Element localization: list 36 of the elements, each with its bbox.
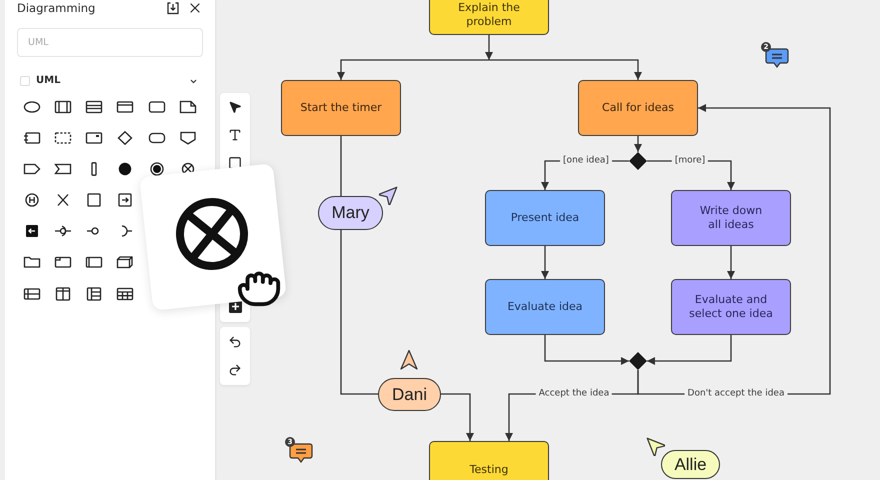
connector-arrow [634,136,642,152]
panel-title: Diagramming [17,0,96,16]
search-field: UML [17,28,203,57]
process-box [485,190,605,246]
decision-diamond [629,352,647,370]
edge-label: [more] [672,156,708,166]
step-label: Explain the problem [457,1,521,29]
process-box [485,279,605,335]
step-label: Call for ideas [602,101,674,115]
connector-arrow [337,59,489,80]
step-label: Start the timer [300,101,382,115]
step-label: Write down all ideas [698,204,764,232]
connector-arrow [544,335,629,365]
edge-label: Accept the idea [536,388,612,400]
process-box [281,80,401,136]
step-label: Evaluate idea [507,300,583,314]
process-box [578,80,698,136]
connector-arrow [541,246,549,279]
step-label: Evaluate and select one idea [688,293,774,321]
connector-arrow [727,246,735,279]
connector-arrow [485,35,493,60]
decision-diamond [629,152,647,170]
user-name-tag: Allie [661,450,720,479]
step-label: Testing [470,463,508,477]
process-box [671,279,791,335]
connector-arrow [647,335,732,365]
edge-label: Don't accept the idea [684,388,788,400]
connector-arrow [489,59,642,80]
process-box [429,0,549,35]
edge-label: [one idea] [560,156,612,166]
step-label: Present idea [510,211,580,225]
user-name-tag: Mary [318,196,383,230]
category-label: UML [36,74,60,88]
process-box [671,190,791,246]
process-box [429,441,549,480]
user-name-tag: Dani [378,378,441,411]
